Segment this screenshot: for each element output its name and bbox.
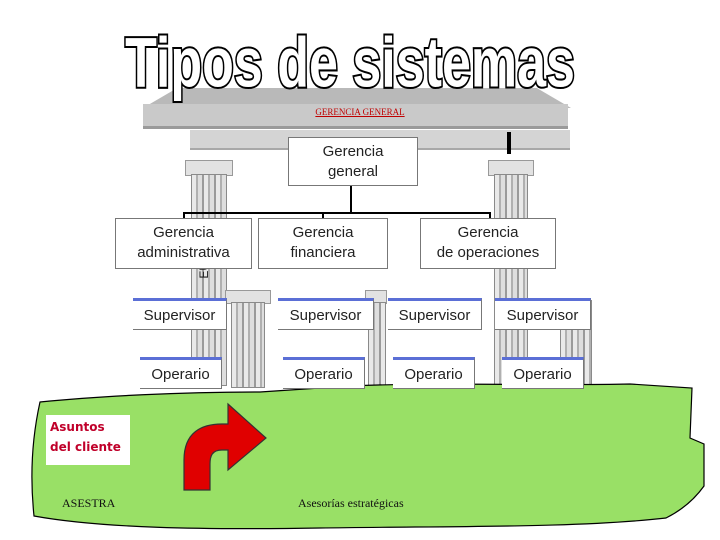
ground-island bbox=[31, 383, 705, 530]
customer-label-line: Asuntos bbox=[50, 420, 105, 434]
temple-beam bbox=[143, 104, 568, 129]
beam-label: GERENCIA GENERAL bbox=[315, 107, 405, 117]
title-text: Tipos de sistemas bbox=[125, 24, 575, 102]
customer-label-line: del cliente bbox=[50, 440, 121, 454]
operator-box: Operario bbox=[502, 357, 584, 389]
node-gerencia-financiera: Gerencia financiera bbox=[258, 218, 388, 269]
supervisor-box: Supervisor bbox=[495, 298, 591, 330]
connector-root bbox=[350, 186, 352, 214]
connector-finance bbox=[322, 212, 324, 218]
temple-pediment bbox=[143, 88, 571, 108]
customer-matters-label: Asuntos del cliente bbox=[46, 415, 130, 465]
node-gerencia-general: Gerencia general bbox=[288, 137, 418, 186]
beam-tick bbox=[507, 132, 511, 154]
node-line: financiera bbox=[290, 244, 356, 261]
footer-left-text: ASESTRA bbox=[62, 496, 116, 510]
supervisor-box: Supervisor bbox=[278, 298, 374, 330]
column bbox=[191, 174, 227, 386]
operator-box: Operario bbox=[140, 357, 222, 389]
connector-admin bbox=[183, 212, 185, 218]
operator-box: Operario bbox=[283, 357, 365, 389]
node-gerencia-operaciones: Gerencia de operaciones bbox=[420, 218, 556, 269]
node-line: Gerencia bbox=[292, 224, 354, 241]
node-line: general bbox=[327, 163, 379, 180]
node-line: Gerencia bbox=[322, 143, 384, 160]
curved-arrow-icon bbox=[183, 402, 267, 491]
operator-box: Operario bbox=[393, 357, 475, 389]
connector-horizontal bbox=[183, 212, 491, 214]
node-gerencia-administrativa: Gerencia administrativa bbox=[115, 218, 252, 269]
node-line: Gerencia bbox=[153, 224, 214, 241]
node-line: administrativa bbox=[137, 244, 230, 261]
column bbox=[494, 174, 528, 386]
connector-operations bbox=[489, 212, 491, 218]
node-line: Gerencia bbox=[457, 224, 519, 241]
supervisor-box: Supervisor bbox=[388, 298, 482, 330]
node-line: de operaciones bbox=[436, 244, 540, 261]
page-title: Tipos de sistemas bbox=[123, 0, 576, 110]
footer-center-text: Asesorías estratégicas bbox=[298, 496, 404, 510]
supervisor-box: Supervisor bbox=[133, 298, 227, 330]
column bbox=[231, 302, 265, 388]
ground-shape bbox=[31, 383, 705, 530]
